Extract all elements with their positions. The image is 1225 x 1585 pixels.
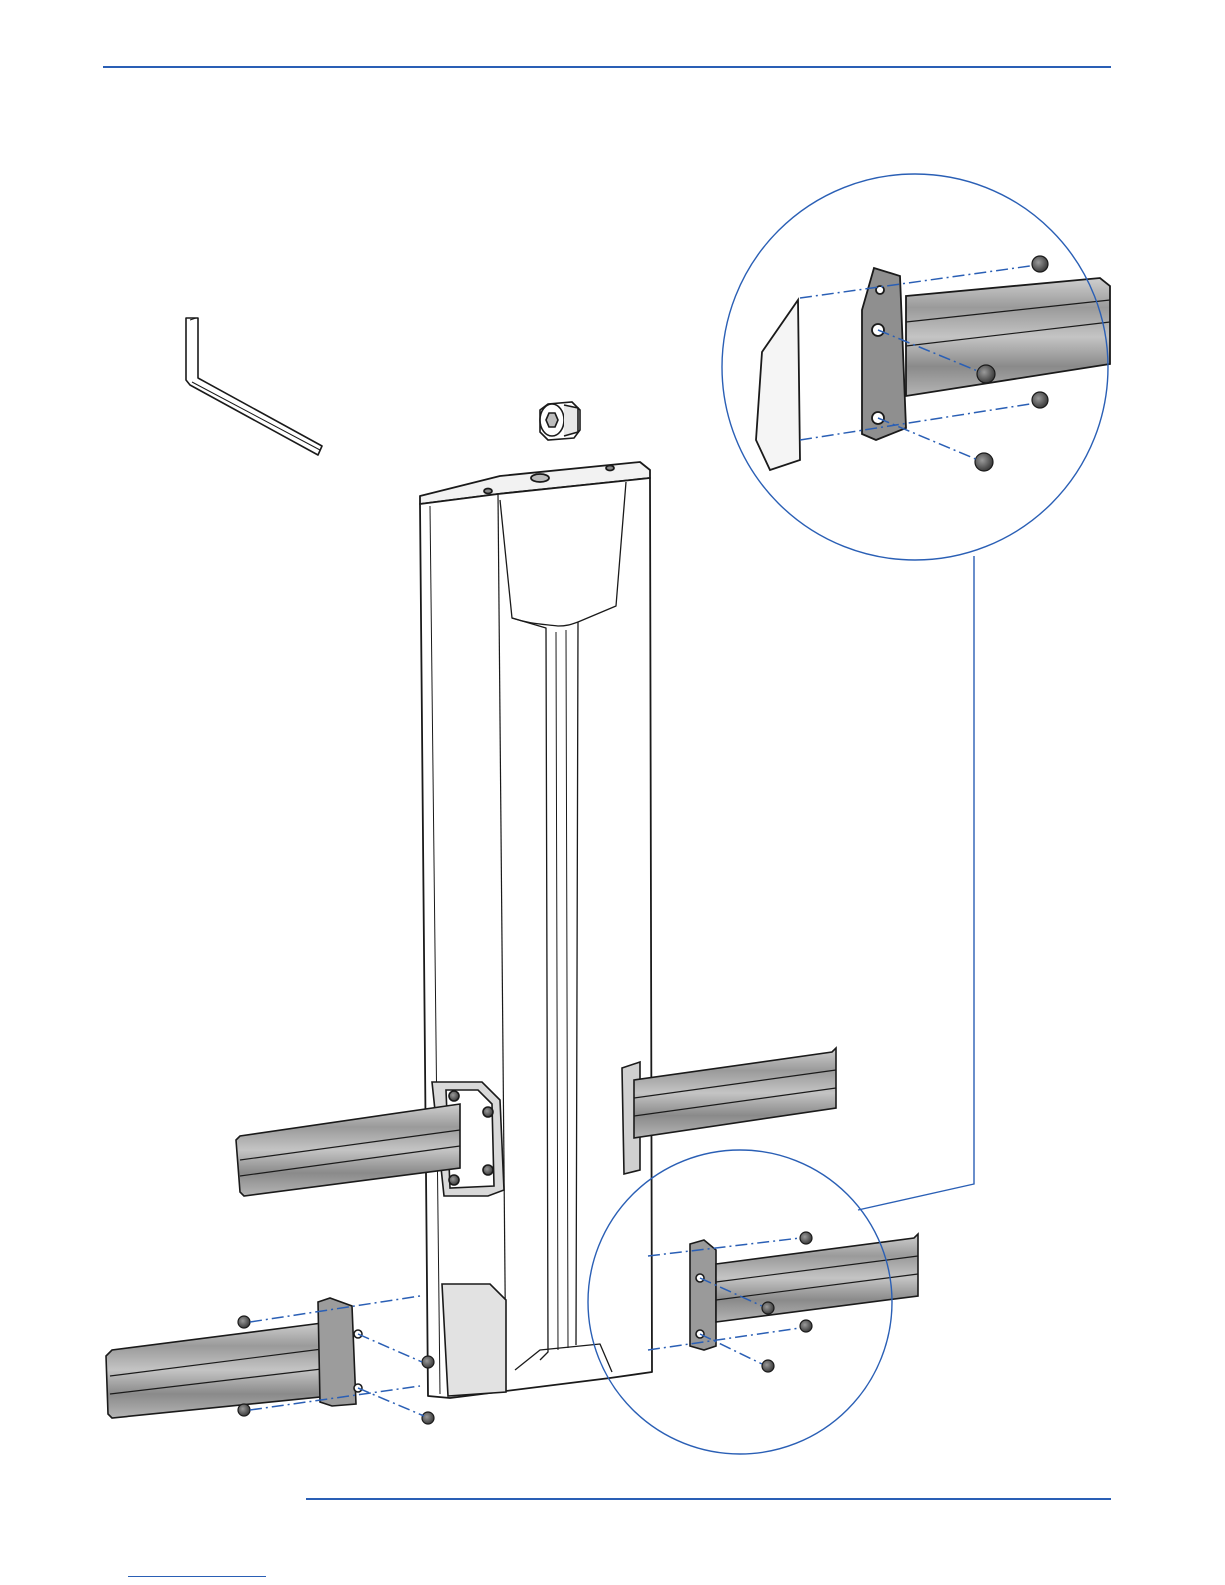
right-upper-rail [622,1048,836,1174]
allen-wrench-icon [186,318,322,455]
hex-socket-screw-icon [540,402,580,440]
detail-rail [756,268,1110,470]
tower-column-icon [420,462,652,1398]
left-upper-rail [236,1082,504,1196]
